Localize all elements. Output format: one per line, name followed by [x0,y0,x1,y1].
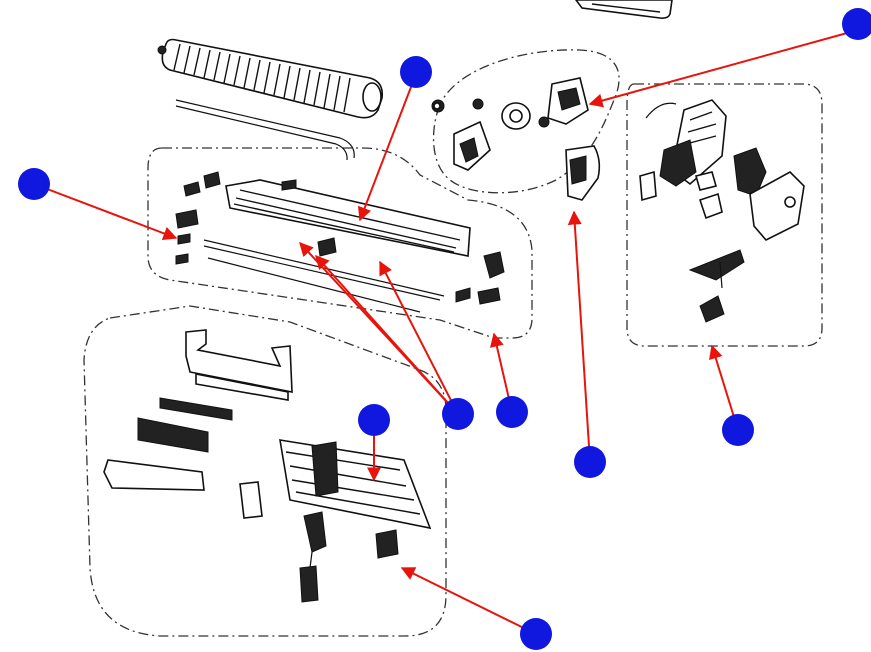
group-outline-lower [83,305,447,637]
callout-marker[interactable] [400,56,432,88]
callout-marker[interactable] [574,446,606,478]
callout-marker[interactable] [442,398,474,430]
group-outline-top-right [432,49,620,194]
callout-marker[interactable] [358,404,390,436]
group-outline-right [626,83,823,347]
callout-marker[interactable] [496,396,528,428]
callout-marker[interactable] [722,414,754,446]
cross-flow-fan [157,38,384,119]
front-panel-parts [103,329,432,603]
callout-markers [18,8,871,650]
group-outline-middle [147,147,533,339]
callout-marker[interactable] [18,168,50,200]
pipe-shaft [175,99,355,161]
top-edge-part [575,0,673,19]
chassis-parts [175,171,505,313]
right-cover-parts [639,99,805,323]
fan-motor-parts [431,77,601,201]
leader-arrows [33,29,859,635]
callout-marker[interactable] [842,8,871,40]
callout-marker[interactable] [520,618,552,650]
